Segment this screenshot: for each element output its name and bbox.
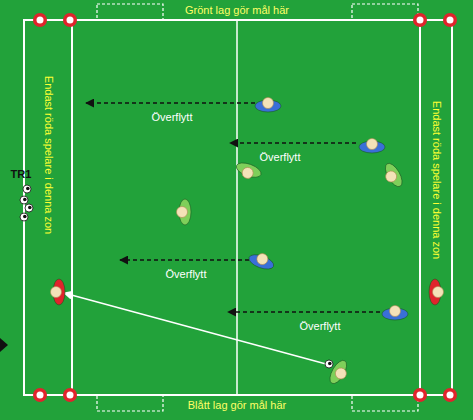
cone xyxy=(63,388,77,402)
cone xyxy=(413,388,427,402)
player-head xyxy=(241,166,255,180)
ball-patch xyxy=(28,206,32,210)
player-head xyxy=(433,287,444,298)
player xyxy=(234,160,263,183)
cone-base xyxy=(63,388,77,402)
cone-base xyxy=(63,13,77,27)
player-head xyxy=(333,366,348,381)
zone-line xyxy=(419,20,421,395)
cone-top xyxy=(417,392,424,399)
ball-body xyxy=(20,196,28,204)
cone xyxy=(413,13,427,27)
run-arrow xyxy=(120,259,249,261)
field-boundary xyxy=(24,20,452,395)
run-label: Överflytt xyxy=(152,111,193,124)
player-shoulders xyxy=(247,252,276,272)
cone-top xyxy=(67,392,74,399)
run-arrow xyxy=(86,102,255,104)
cone-top xyxy=(447,392,454,399)
player-head xyxy=(51,287,62,298)
cone-base xyxy=(33,13,47,27)
player xyxy=(359,139,385,154)
player-head xyxy=(390,306,401,317)
center-line xyxy=(236,20,238,395)
ball-body xyxy=(20,213,28,221)
cone-base xyxy=(443,388,457,402)
cone-base xyxy=(33,388,47,402)
goal-box xyxy=(352,395,418,411)
player-head xyxy=(177,207,188,218)
cone-top xyxy=(417,17,424,24)
ball-body xyxy=(23,185,31,193)
goal-box xyxy=(97,395,163,411)
player-shoulders xyxy=(327,358,350,387)
ball-patch xyxy=(23,215,27,219)
cone-top xyxy=(37,17,44,24)
ball xyxy=(23,185,31,193)
edge-pointer xyxy=(0,338,8,352)
ball-body xyxy=(25,204,33,212)
run-arrow xyxy=(228,311,380,313)
player xyxy=(247,249,276,272)
ball xyxy=(25,204,33,212)
pass-arrow xyxy=(64,293,326,364)
station-label: TR1 xyxy=(11,168,32,181)
cone-base xyxy=(443,13,457,27)
player xyxy=(429,279,444,305)
player xyxy=(380,161,406,191)
cone xyxy=(33,13,47,27)
ball-body xyxy=(325,360,333,368)
cone xyxy=(33,388,47,402)
goal-box xyxy=(97,4,163,20)
player xyxy=(177,199,192,225)
ball-patch xyxy=(26,187,30,191)
run-label: Överflytt xyxy=(300,320,341,333)
ball xyxy=(20,213,28,221)
player-head xyxy=(263,98,274,109)
goal-box xyxy=(352,4,418,20)
run-arrow xyxy=(230,142,356,144)
cone xyxy=(443,13,457,27)
ball-patch xyxy=(23,198,27,202)
zone-note: Endast röda spelare i denna zon xyxy=(430,101,443,259)
player xyxy=(255,98,281,113)
zone-note: Endast röda spelare i denna zon xyxy=(42,76,55,234)
cone-top xyxy=(447,17,454,24)
cone-base xyxy=(413,388,427,402)
player-head xyxy=(384,169,399,184)
ball-patch xyxy=(328,362,332,366)
cone xyxy=(63,13,77,27)
player xyxy=(51,279,66,305)
cone xyxy=(443,388,457,402)
ball xyxy=(325,360,333,368)
player xyxy=(327,358,353,388)
run-label: Överflytt xyxy=(260,151,301,164)
player-head xyxy=(255,252,269,266)
player-head xyxy=(367,139,378,150)
goal-note: Blått lag gör mål här xyxy=(188,399,286,412)
cone-base xyxy=(413,13,427,27)
cone-top xyxy=(67,17,74,24)
zone-line xyxy=(71,20,73,395)
ball xyxy=(20,196,28,204)
cone-top xyxy=(37,392,44,399)
player-shoulders xyxy=(382,161,405,190)
goal-note: Grönt lag gör mål här xyxy=(185,4,289,17)
run-label: Överflytt xyxy=(166,268,207,281)
player xyxy=(382,306,408,321)
player-shoulders xyxy=(234,160,263,180)
